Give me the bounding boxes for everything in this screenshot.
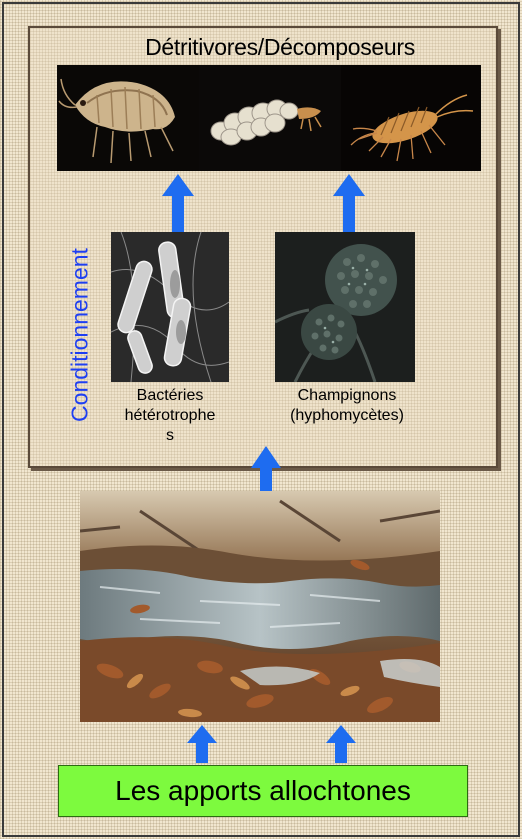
up-arrow-fungi [333,174,365,232]
conditioning-label: Conditionnement [67,248,94,422]
allochthonous-inputs-label: Les apports allochtones [115,775,411,807]
up-arrow-input-right [326,725,356,763]
bacteria-caption-line-1: Bactéries [111,386,229,406]
bacteria-caption: Bactéries hétérotrophe s [111,386,229,446]
allochthonous-inputs-box: Les apports allochtones [58,765,468,817]
fungi-micrograph [275,232,415,382]
bacteria-caption-line-2: hétérotrophe [111,406,229,426]
up-arrow-bacteria [162,174,194,232]
amphipod-photo [57,65,199,171]
bacteria-caption-line-3: s [111,426,229,446]
up-arrow-input-left [187,725,217,763]
fungi-caption-line-2: (hyphomycètes) [262,406,432,426]
detritivore-photo-strip [57,65,481,171]
bacteria-micrograph [111,232,229,382]
caddisfly-larva-photo [199,65,341,171]
stream-leaf-litter-photo [80,491,440,722]
isopod-photo [341,65,481,171]
diagram-title: Détritivores/Décomposeurs [60,34,500,61]
fungi-caption: Champignons (hyphomycètes) [262,386,432,426]
fungi-caption-line-1: Champignons [262,386,432,406]
